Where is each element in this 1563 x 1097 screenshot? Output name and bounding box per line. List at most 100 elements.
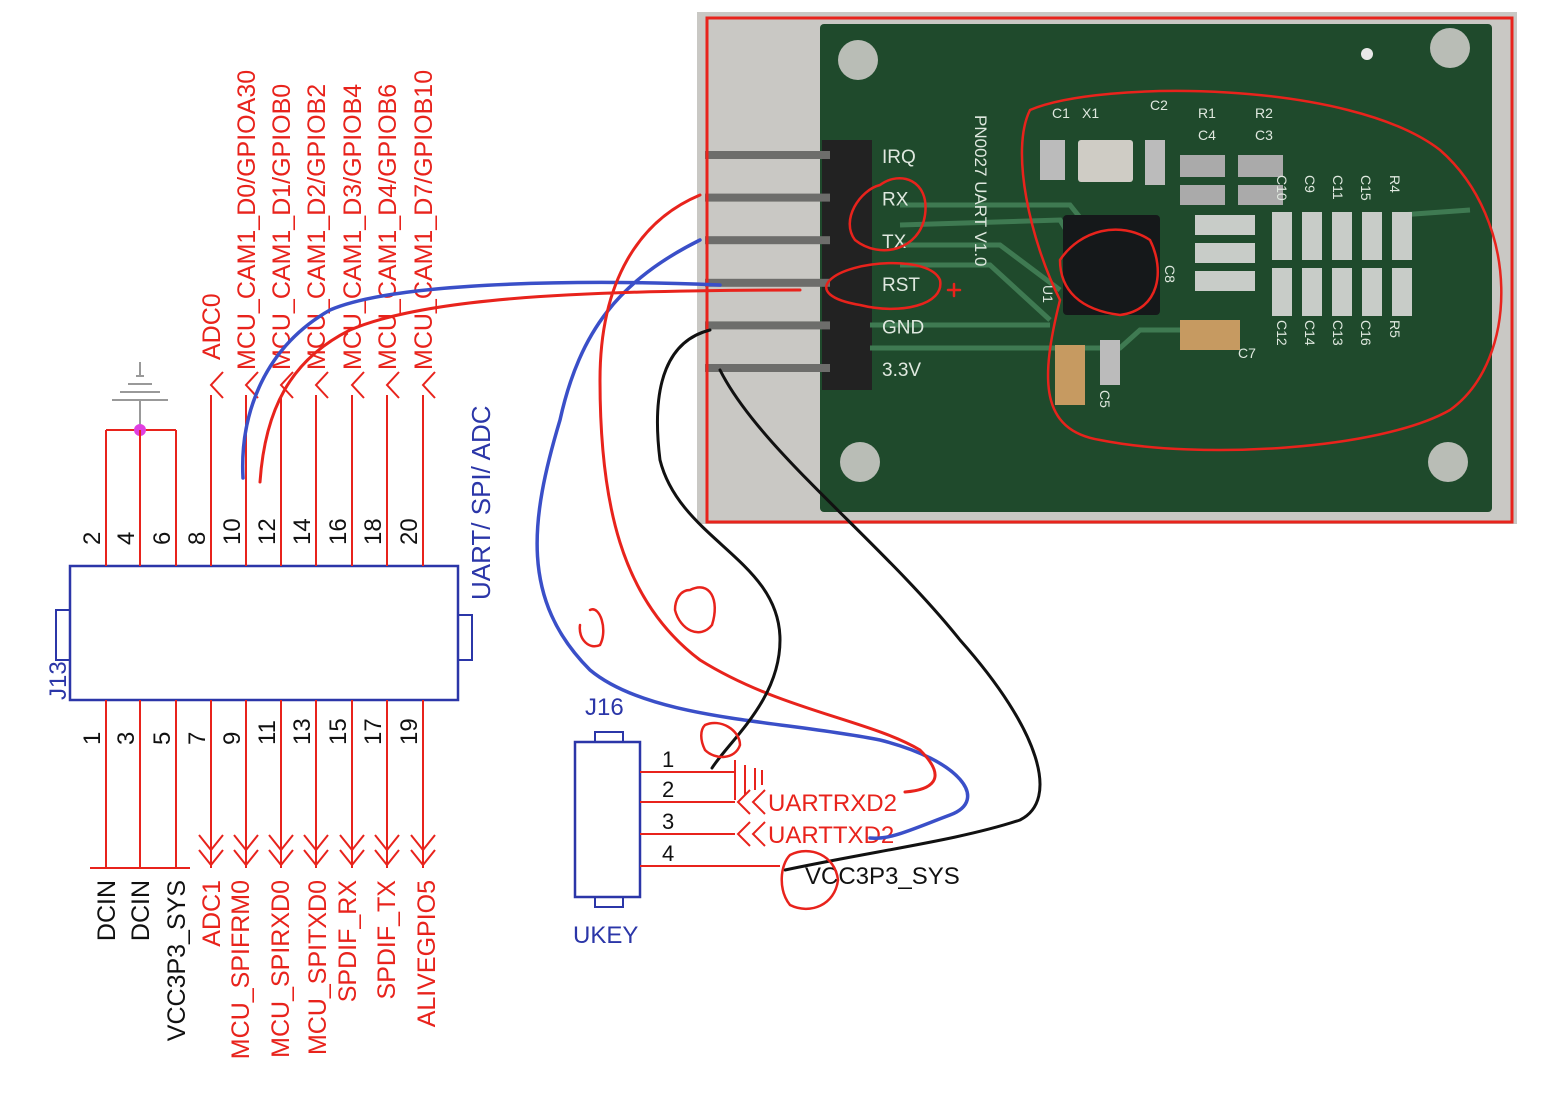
net-port-symbol: [244, 371, 259, 399]
net-port-symbol: [385, 371, 400, 399]
component-label: C5: [1097, 390, 1113, 408]
j13-net-label: ADC1: [198, 880, 226, 947]
component-label: C9: [1302, 175, 1318, 193]
net-port-symbol: [350, 371, 365, 399]
j16-net-label: UARTRXD2: [768, 790, 897, 817]
component-label: C13: [1330, 320, 1346, 346]
j13-net-label: ADC0: [198, 293, 226, 360]
component-label: C1: [1052, 105, 1070, 121]
j13-pin-number: 12: [254, 518, 281, 545]
j13-pin-number: 10: [219, 518, 246, 545]
net-port-symbol: [374, 834, 400, 867]
j13-pin-number: 8: [184, 532, 211, 545]
red-annotation-marks: [578, 89, 1503, 911]
j13-pin-number: 7: [184, 732, 211, 745]
component-label: C12: [1274, 320, 1290, 346]
net-port-symbol: [268, 834, 294, 867]
j13-net-label: MCU_CAM1_D3/GPIOB4: [339, 84, 367, 370]
component-label: R4: [1387, 175, 1403, 193]
component-label: R2: [1255, 105, 1273, 121]
j13-net-label: VCC3P3_SYS: [163, 880, 191, 1041]
j16-pin-number: 4: [662, 841, 674, 866]
header-pin-label: RX: [882, 190, 909, 211]
j13-ref: J13: [45, 661, 72, 700]
j13-pin-number: 6: [149, 532, 176, 545]
header-pin-label: IRQ: [882, 147, 916, 168]
j13-net-label: MCU_SPIFRM0: [227, 880, 255, 1059]
j13-pin-number: 19: [396, 718, 423, 745]
component-label: R1: [1198, 105, 1216, 121]
j13-net-label: MCU_CAM1_D1/GPIOB0: [268, 84, 296, 370]
j13-pin-number: 17: [360, 718, 387, 745]
j16-pin-number: 2: [662, 777, 674, 802]
j13-pin-number: 14: [289, 518, 316, 545]
net-port-symbol: [279, 371, 294, 399]
j13-net-label: MCU_CAM1_D4/GPIOB6: [374, 84, 402, 370]
component-label: C3: [1255, 127, 1273, 143]
header-pin-label: 3.3V: [882, 360, 921, 381]
header-pin: [705, 193, 830, 202]
net-port-symbol: [314, 371, 329, 399]
board-name: PN0027 UART V1.0: [971, 115, 990, 267]
net-port-symbol: [410, 834, 436, 867]
j16-pin-number: 1: [662, 747, 674, 772]
j13-pin-number: 15: [325, 718, 352, 745]
j13-net-label: SPDIF_RX: [334, 880, 362, 1003]
j13-pin-number: 4: [113, 532, 140, 545]
j13-pin-number: 2: [79, 532, 106, 545]
j13-pin-number: 18: [360, 518, 387, 545]
j13-net-label: DCIN: [93, 880, 121, 941]
component-label: C2: [1150, 97, 1168, 113]
j16-value: UKEY: [573, 922, 638, 949]
component-label: C7: [1238, 345, 1256, 361]
j13-pin-number: 16: [325, 518, 352, 545]
header-pin: [705, 364, 830, 372]
component-label: U1: [1040, 285, 1056, 303]
header-pin-label: RST: [882, 275, 920, 296]
net-port-symbol: [421, 371, 436, 399]
mcu-chip-u1: [1063, 215, 1160, 315]
hand-drawn-wires: [240, 89, 1503, 911]
net-port-symbol: [209, 371, 224, 399]
net-port-symbol: [303, 834, 329, 867]
j13-net-label: MCU_CAM1_D7/GPIOB10: [410, 70, 438, 370]
j13-net-label: ALIVEGPIO5: [413, 880, 441, 1027]
j16-ref: J16: [585, 694, 624, 721]
wire-blue: [240, 238, 970, 840]
component-label: C10: [1274, 175, 1290, 201]
header-pin-label: GND: [882, 317, 924, 338]
net-port-symbol: [233, 834, 259, 867]
wire-red: [258, 193, 937, 794]
j16-pin-number: 3: [662, 809, 674, 834]
j13-pin-number: 9: [219, 732, 246, 745]
j16-net-label: VCC3P3_SYS: [805, 863, 960, 890]
net-port-symbol: [339, 834, 365, 867]
crystal-x1: [1078, 140, 1133, 182]
j16-net-label: UARTTXD2: [768, 822, 894, 849]
highlight-box: [705, 16, 1514, 524]
j13-pin-number: 11: [254, 720, 281, 745]
header-pin: [705, 236, 830, 245]
net-port-symbol: [198, 834, 224, 867]
j13-group-label: UART/ SPI/ ADC: [466, 405, 496, 600]
j13-net-label: MCU_SPIRXD0: [267, 880, 295, 1058]
j13-pin-number: 1: [79, 732, 106, 745]
header-pin: [705, 278, 830, 287]
j13-net-label: MCU_CAM1_D2/GPIOB2: [303, 84, 331, 370]
ground-symbol: [112, 362, 168, 430]
component-label: C16: [1358, 320, 1374, 346]
component-label: X1: [1082, 105, 1099, 121]
component-label: C4: [1198, 127, 1216, 143]
net-port-symbol: [736, 789, 766, 815]
wire-black: [655, 328, 1042, 872]
component-label: C8: [1162, 265, 1178, 283]
j13-net-label: SPDIF_TX: [373, 880, 401, 1000]
net-port-symbol: [736, 821, 766, 847]
component-label: C14: [1302, 320, 1318, 346]
j13-pin-number: 5: [149, 732, 176, 745]
j13-net-label: DCIN: [127, 880, 155, 941]
